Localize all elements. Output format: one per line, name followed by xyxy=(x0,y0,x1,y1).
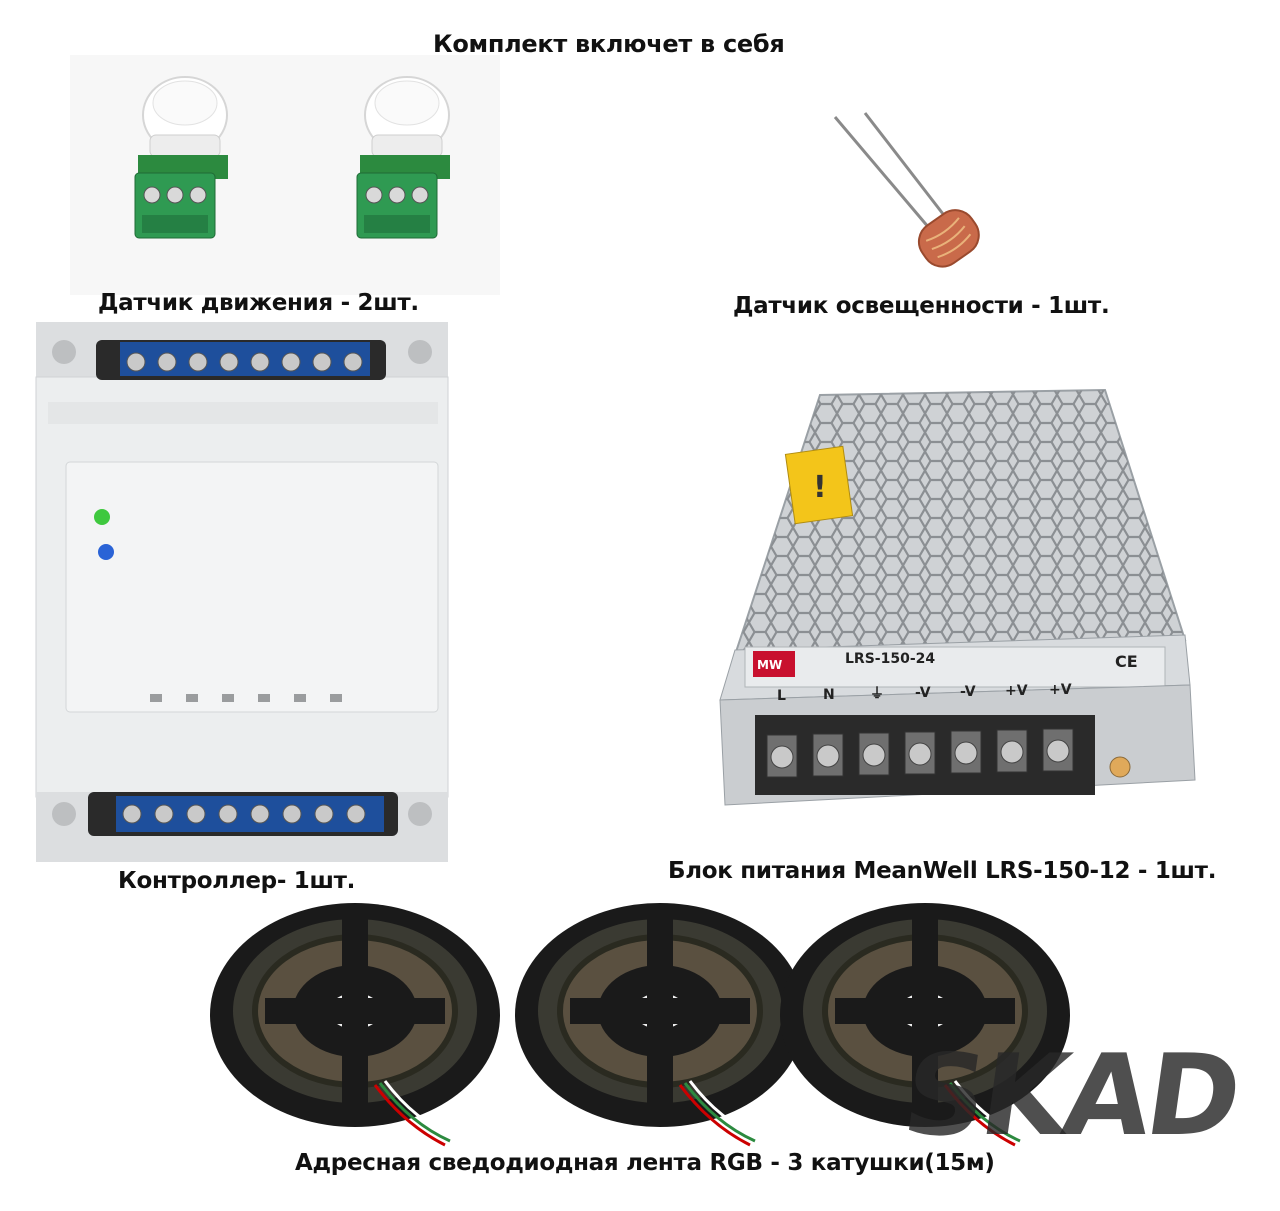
warning-label: ! xyxy=(813,470,827,505)
svg-text:MW: MW xyxy=(757,658,782,672)
svg-text:CE: CE xyxy=(1115,652,1138,671)
top-terminal-block xyxy=(120,342,370,376)
light-sensor-photo xyxy=(833,112,980,268)
terminal-label: -V xyxy=(915,685,931,701)
led-strip-reel xyxy=(515,903,805,1147)
skad-watermark: SKAD xyxy=(895,1031,1246,1161)
controller-photo xyxy=(35,322,449,862)
motion-sensor-caption: Датчик движения - 2шт. xyxy=(98,290,419,316)
led-strip-caption: Адресная сведодиодная лента RGB - 3 кату… xyxy=(295,1150,995,1176)
psu-model-label: LRS-150-24 xyxy=(845,651,935,667)
terminal-label: -V xyxy=(960,684,976,700)
terminal-label: +V xyxy=(1049,682,1072,698)
blue-led xyxy=(98,544,114,560)
power-supply-caption: Блок питания MeanWell LRS-150-12 - 1шт. xyxy=(668,858,1217,884)
green-led xyxy=(94,509,110,525)
light-sensor-caption: Датчик освещенности - 1шт. xyxy=(733,293,1110,319)
terminal-label: N xyxy=(823,687,835,703)
led-strip-reel xyxy=(780,903,1070,1147)
bottom-terminal-block xyxy=(116,796,384,832)
power-supply-photo: ! MW LRS-150-24 CE L N ⏚ -V -V +V +V xyxy=(719,388,1196,806)
terminal-label: ⏚ xyxy=(870,686,884,702)
led-strip-photo xyxy=(210,903,1070,1147)
terminal-label: L xyxy=(777,688,786,704)
controller-caption: Контроллер- 1шт. xyxy=(118,868,356,894)
terminal-label: +V xyxy=(1005,683,1028,699)
motion-sensor-unit xyxy=(356,76,450,239)
psu-terminal-block xyxy=(755,715,1095,795)
led-strip-reel xyxy=(210,903,500,1147)
kit-heading: Комплект включет в себя xyxy=(433,30,785,58)
motion-sensor-unit xyxy=(134,76,228,239)
motion-sensor-photo xyxy=(70,55,500,295)
